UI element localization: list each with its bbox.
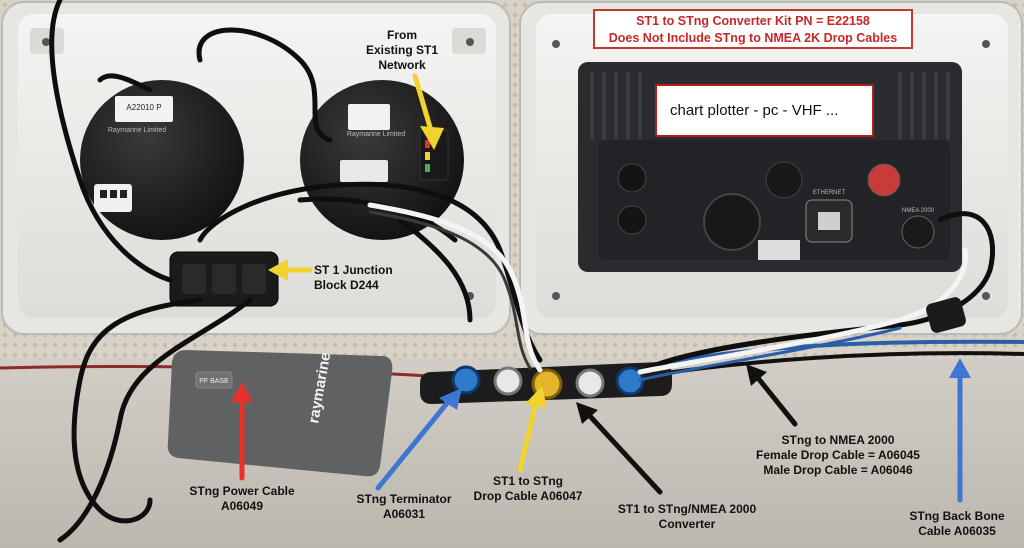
label-converter-line-1: ST1 to STng/NMEA 2000 [617, 502, 757, 516]
label-drop-line-2: Drop Cable A06047 [473, 489, 583, 503]
arrow-yellow-st1 [412, 73, 435, 137]
arrow-blue-backbone-head [949, 358, 971, 378]
arrow-black-converter-head [576, 402, 598, 424]
nmea-port-label: NMEA 2000 [902, 208, 935, 214]
label-backbone-line-1: STng Back Bone [909, 509, 1005, 523]
arrow-red-power-head [231, 382, 253, 402]
label-terminator: STng Terminator A06031 [344, 492, 464, 522]
label-backbone-line-2: Cable A06035 [918, 524, 996, 538]
label-from-st1-line-1: From [387, 28, 417, 42]
label-converter: ST1 to STng/NMEA 2000 Converter [612, 502, 762, 532]
arrow-yellow-drop-head [525, 386, 547, 408]
label-power-line-1: STng Power Cable [189, 484, 295, 498]
label-backbone: STng Back Bone Cable A06035 [902, 509, 1012, 539]
label-drop-line-1: ST1 to STng [493, 474, 563, 488]
label-nmea-drop: STng to NMEA 2000 Female Drop Cable = A0… [748, 433, 928, 478]
connector-blue-left [451, 365, 481, 395]
arrow-black-nmea-head [746, 364, 767, 386]
arrow-yellow-drop [517, 399, 539, 473]
connector-blue-right [615, 366, 645, 396]
label-nmea-line-2: Female Drop Cable = A06045 [756, 448, 920, 462]
right-instrument: Raymarine Limited [300, 80, 464, 240]
arrow-black-nmea [755, 375, 798, 427]
label-junction-block: ST 1 Junction Block D244 [314, 263, 393, 293]
junction-block [169, 251, 279, 307]
label-from-st1-line-2: Existing ST1 [365, 43, 439, 57]
power-base-tag: PF BASE [199, 378, 229, 385]
label-from-st1: From Existing ST1 Network [352, 28, 452, 73]
plotter-note: chart plotter - pc - VHF ... [655, 84, 874, 137]
left-instrument: A22010 P Raymarine Limited [80, 80, 244, 240]
label-junction-line-2: Block D244 [314, 278, 379, 292]
arrow-blue-terminator-head [439, 388, 462, 410]
arrow-yellow-st1-head [420, 126, 444, 150]
label-drop-cable: ST1 to STng Drop Cable A06047 [466, 474, 590, 504]
label-power-cable: STng Power Cable A06049 [180, 484, 304, 514]
right-instrument-maker: Raymarine Limited [347, 131, 405, 138]
left-instrument-label: A22010 P [126, 103, 161, 112]
ethernet-port-label: ETHERNET [813, 190, 846, 196]
converter-kit-line-1: ST1 to STng Converter Kit PN = E22158 [636, 14, 870, 28]
arrow-yellow-junction-head [268, 259, 288, 281]
connector-white-1 [493, 366, 523, 396]
label-junction-line-1: ST 1 Junction [314, 263, 393, 277]
annotation-arrows [231, 73, 971, 503]
connector-white-2 [575, 368, 605, 398]
converter-kit-note: ST1 to STng Converter Kit PN = E22158 Do… [593, 9, 913, 49]
label-power-line-2: A06049 [220, 499, 264, 513]
white-drop-cables [367, 202, 969, 382]
label-terminator-line-1: STng Terminator [356, 492, 452, 506]
left-instrument-maker: Raymarine Limited [108, 127, 166, 134]
label-from-st1-line-3: Network [378, 58, 426, 72]
power-base-box: PF BASE raymarine [167, 350, 393, 477]
label-terminator-line-2: A06031 [382, 507, 426, 521]
label-converter-line-2: Converter [658, 517, 716, 531]
label-nmea-line-1: STng to NMEA 2000 [781, 433, 895, 447]
converter-kit-line-2: Does Not Include STng to NMEA 2K Drop Ca… [608, 31, 898, 45]
arrow-blue-terminator [375, 399, 451, 491]
arrow-black-converter [585, 411, 663, 495]
cable-end-cap [926, 297, 966, 333]
label-nmea-line-3: Male Drop Cable = A06046 [763, 463, 913, 477]
stng-backbone-block [420, 362, 672, 404]
